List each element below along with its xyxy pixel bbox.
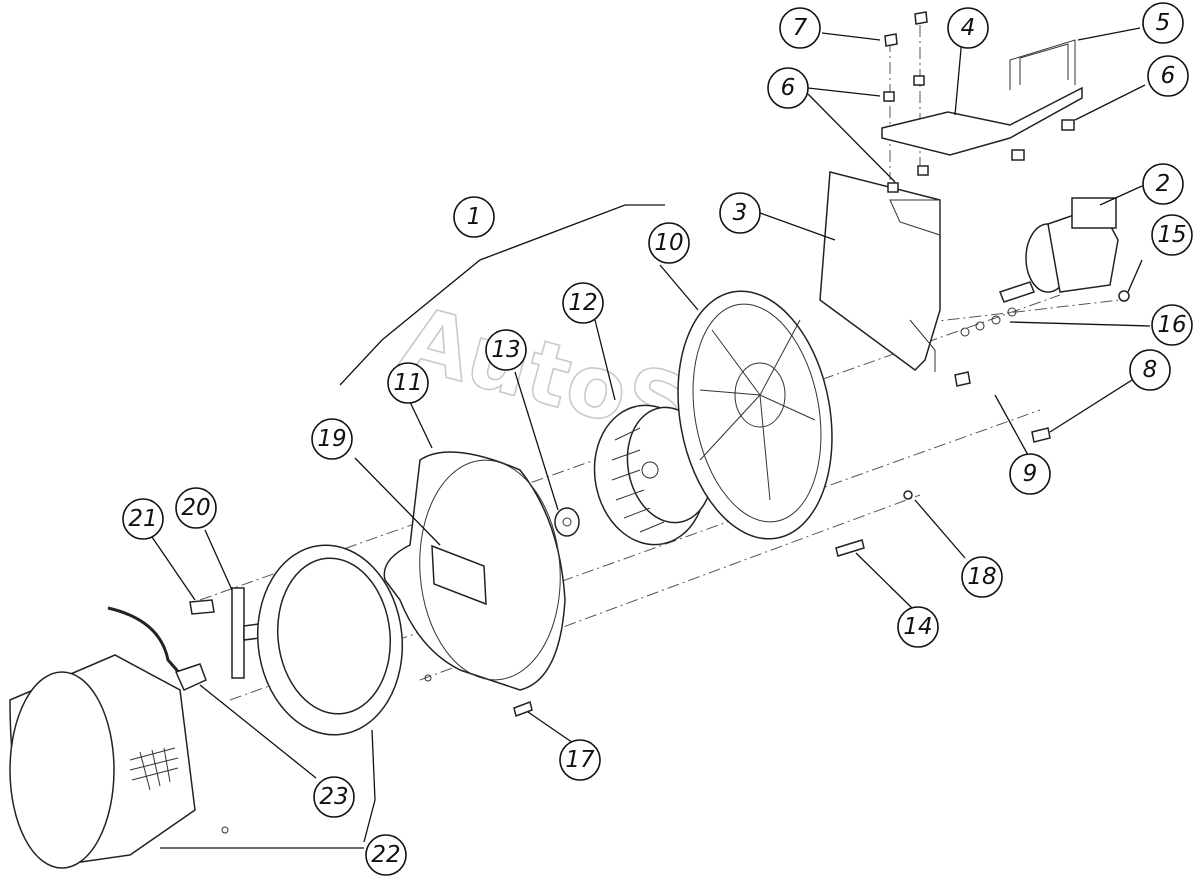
mount-plate-assembly — [881, 11, 1083, 193]
svg-text:12: 12 — [568, 290, 597, 316]
svg-text:20: 20 — [181, 495, 210, 521]
callout-19: 19 — [311, 418, 353, 460]
motor — [999, 197, 1119, 303]
callout-12: 12 — [562, 282, 604, 324]
callout-3: 3 — [719, 192, 761, 234]
svg-text:5: 5 — [1156, 10, 1171, 36]
callout-14: 14 — [897, 606, 939, 648]
svg-text:4: 4 — [961, 15, 976, 41]
front-ring — [256, 544, 404, 736]
callout-5: 5 — [1142, 2, 1184, 44]
blower-housing — [383, 451, 566, 691]
callout-16: 16 — [1151, 304, 1193, 346]
svg-text:6: 6 — [781, 75, 796, 101]
callout-20: 20 — [175, 487, 217, 529]
fasteners — [424, 290, 1130, 717]
svg-text:10: 10 — [654, 230, 683, 256]
svg-text:7: 7 — [793, 15, 808, 41]
callout-7: 7 — [779, 7, 821, 49]
callout-9: 9 — [1009, 453, 1051, 495]
callout-11: 11 — [387, 362, 429, 404]
svg-text:15: 15 — [1157, 222, 1186, 248]
callouts: 1 2 3 4 5 6 6 7 8 9 10 11 12 13 14 15 16… — [122, 2, 1193, 876]
svg-text:16: 16 — [1157, 312, 1186, 338]
svg-text:18: 18 — [967, 564, 996, 590]
callout-4: 4 — [947, 7, 989, 49]
callout-1: 1 — [453, 196, 495, 238]
callout-8: 8 — [1129, 349, 1171, 391]
callout-6b: 6 — [1147, 55, 1189, 97]
svg-text:23: 23 — [319, 784, 348, 810]
cover-housing — [9, 654, 229, 869]
svg-text:8: 8 — [1143, 357, 1158, 383]
svg-text:17: 17 — [565, 747, 595, 773]
svg-text:22: 22 — [371, 842, 400, 868]
callout-21: 21 — [122, 498, 164, 540]
svg-text:3: 3 — [733, 200, 748, 226]
leader-lines — [151, 27, 1151, 849]
svg-text:14: 14 — [903, 614, 932, 640]
motor-bracket — [819, 171, 941, 372]
svg-text:13: 13 — [491, 337, 520, 363]
callout-15: 15 — [1151, 214, 1193, 256]
svg-text:2: 2 — [1156, 171, 1171, 197]
callout-6a: 6 — [767, 67, 809, 109]
callout-10: 10 — [648, 222, 690, 264]
callout-22: 22 — [365, 834, 407, 876]
callout-13: 13 — [485, 329, 527, 371]
svg-text:21: 21 — [128, 506, 157, 532]
callout-18: 18 — [961, 556, 1003, 598]
hub — [554, 507, 580, 537]
svg-text:19: 19 — [317, 426, 346, 452]
callout-23: 23 — [313, 776, 355, 818]
back-plate — [677, 290, 833, 540]
svg-text:11: 11 — [393, 370, 422, 396]
callout-17: 17 — [559, 739, 601, 781]
svg-text:1: 1 — [467, 204, 482, 230]
sensor-with-cable — [107, 606, 207, 691]
svg-text:6: 6 — [1161, 63, 1176, 89]
svg-text:9: 9 — [1023, 461, 1038, 487]
callout-2: 2 — [1142, 163, 1184, 205]
